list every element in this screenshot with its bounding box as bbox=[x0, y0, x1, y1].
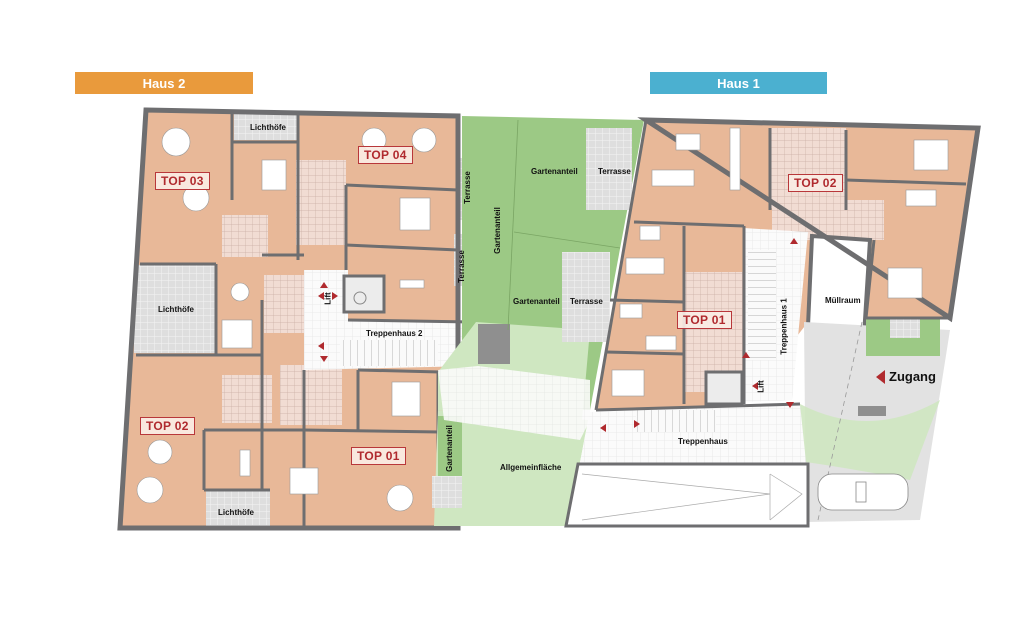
entrance-label: Zugang bbox=[889, 369, 936, 384]
muellraum-label: Müllraum bbox=[825, 296, 861, 305]
treppenhaus1-label: Treppenhaus 1 bbox=[779, 298, 789, 355]
common-area-label: Allgemeinfläche bbox=[500, 463, 562, 472]
haus2-lift-label: Lift bbox=[323, 292, 333, 305]
haus2-garden-strip-label: Gartenanteil bbox=[444, 425, 454, 472]
courtyard-terrace-label-lower: Terrasse bbox=[570, 297, 603, 306]
lichthoefe-label-top: Lichthöfe bbox=[250, 123, 286, 132]
entrance-marker: Zugang bbox=[876, 369, 936, 384]
haus2-unit-top01-label: TOP 01 bbox=[351, 447, 406, 465]
courtyard-garden-label-vertical: Gartenanteil bbox=[492, 207, 502, 254]
haus1-unit-top01-label: TOP 01 bbox=[677, 311, 732, 329]
haus1-unit-top02-label: TOP 02 bbox=[788, 174, 843, 192]
treppenhaus2-label: Treppenhaus 2 bbox=[366, 329, 423, 338]
haus1-badge: Haus 1 bbox=[650, 72, 827, 94]
entrance-arrow-icon bbox=[876, 369, 885, 384]
treppenhaus-lower-label: Treppenhaus bbox=[678, 437, 728, 446]
courtyard-garden-label-top: Gartenanteil bbox=[531, 167, 578, 176]
haus2-terrace-label-lower: Terrasse bbox=[456, 250, 466, 283]
courtyard-garden-label-lower: Gartenanteil bbox=[513, 297, 560, 306]
haus2-badge: Haus 2 bbox=[75, 72, 253, 94]
haus2-terrace-label-upper: Terrasse bbox=[462, 171, 472, 204]
courtyard-plan bbox=[432, 116, 644, 526]
haus1-lift-label: Lift bbox=[756, 380, 766, 393]
haus2-unit-top02-label: TOP 02 bbox=[140, 417, 195, 435]
courtyard-terrace-label-upper: Terrasse bbox=[598, 167, 631, 176]
haus1-plan bbox=[564, 117, 981, 528]
lichthoefe-label-left: Lichthöfe bbox=[158, 305, 194, 314]
haus2-unit-top04-label: TOP 04 bbox=[358, 146, 413, 164]
haus2-unit-top03-label: TOP 03 bbox=[155, 172, 210, 190]
lichthoefe-label-bottom: Lichthöfe bbox=[218, 508, 254, 517]
